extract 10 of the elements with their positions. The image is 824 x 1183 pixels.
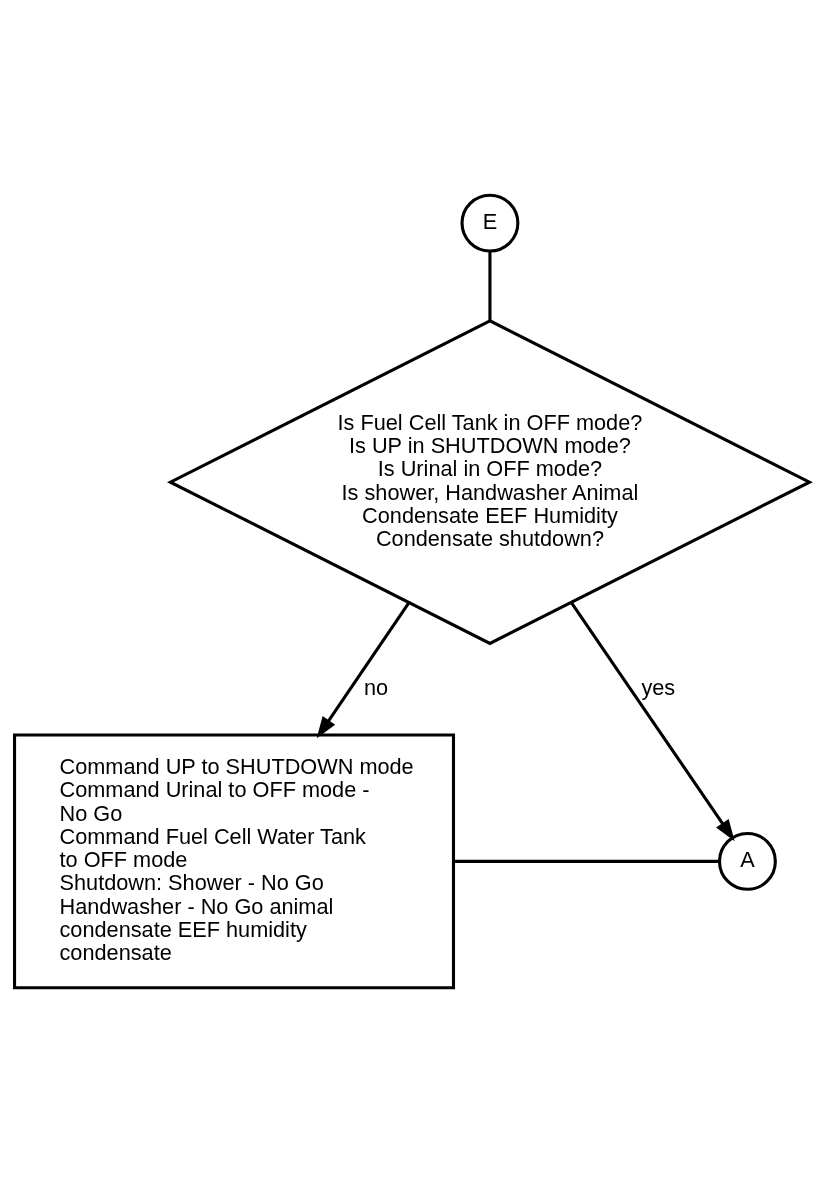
node-circle: A (717, 831, 777, 891)
arrow (570, 601, 735, 842)
node-box: Command UP to SHUTDOWN mode Command Urinal to OFF mode - No Go Command Fuel Cell Water Tank to OFF mode Shutdown: Shower - No Go Handwasher - No Go animal condensate EEF humidity condensate (13, 733, 456, 990)
connector (453, 859, 720, 863)
arrow (316, 601, 411, 739)
node-diamond: Is Fuel Cell Tank in OFF mode? Is UP in SHUTDOWN mode? Is Urinal in OFF mode? Is shower, Handwasher Animal Condensate EEF Humidity Condensate shutdown? (167, 319, 813, 646)
node-circle: E (460, 193, 520, 253)
edge-label: no (363, 674, 389, 700)
edge-label: yes (641, 674, 676, 700)
connector (488, 251, 492, 321)
